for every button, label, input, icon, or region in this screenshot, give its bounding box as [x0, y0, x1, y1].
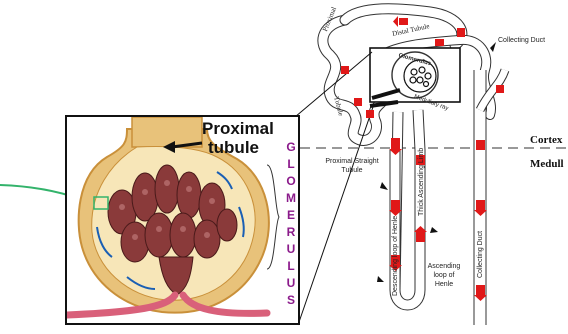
proximal-tubule-neck: [132, 117, 202, 147]
flow-arrow: [496, 85, 504, 93]
glomerulus-letter: U: [287, 241, 296, 258]
label-collecting-duct-vertical: Collecting Duct: [477, 231, 484, 278]
flow-arrow: [399, 18, 408, 25]
glomerulus-letter: O: [286, 173, 295, 190]
inset-proximal-tubule-word: Proximal: [202, 119, 274, 138]
flow-arrow: [341, 66, 349, 74]
flow-arrow: [476, 140, 485, 150]
flow-arrow: [391, 200, 400, 210]
zone-medulla-label: Medull: [530, 158, 564, 170]
zone-cortex-label: Cortex: [530, 134, 562, 146]
flow-arrow: [366, 110, 374, 118]
zoom-guide-bottom: [298, 104, 374, 325]
glomerulus-letter: U: [287, 275, 296, 292]
glomerulus-letter: M: [286, 190, 296, 207]
label-collecting-duct-top: Collecting Duct: [498, 37, 545, 44]
glomerulus-letter: S: [287, 292, 295, 309]
flow-arrow: [416, 232, 425, 242]
glomerulus-letter: E: [287, 207, 295, 224]
flow-arrow: [391, 138, 400, 149]
flow-arrow: [354, 98, 362, 106]
label-proximal-straight-tubule: Proximal Straight Tubule: [322, 157, 382, 175]
flow-arrow: [435, 39, 444, 46]
label-descending-loop: Descending loop of Henle: [392, 216, 399, 296]
flow-arrow: [476, 200, 485, 210]
glomerulus-letter: G: [286, 139, 295, 156]
inset-proximal-tubule-word: tubule: [202, 138, 274, 157]
flow-arrow: [393, 16, 398, 27]
flow-arrow: [476, 285, 485, 295]
label-ascending-loop: Ascending loop of Henle: [424, 262, 464, 289]
label-thick-ascending-limb: Thick Ascending Limb: [418, 148, 425, 216]
glomerulus-letter: L: [287, 258, 294, 275]
glomerulus-letter: R: [287, 224, 296, 241]
glomerulus-letter: L: [287, 156, 294, 173]
flow-arrow: [457, 28, 465, 37]
